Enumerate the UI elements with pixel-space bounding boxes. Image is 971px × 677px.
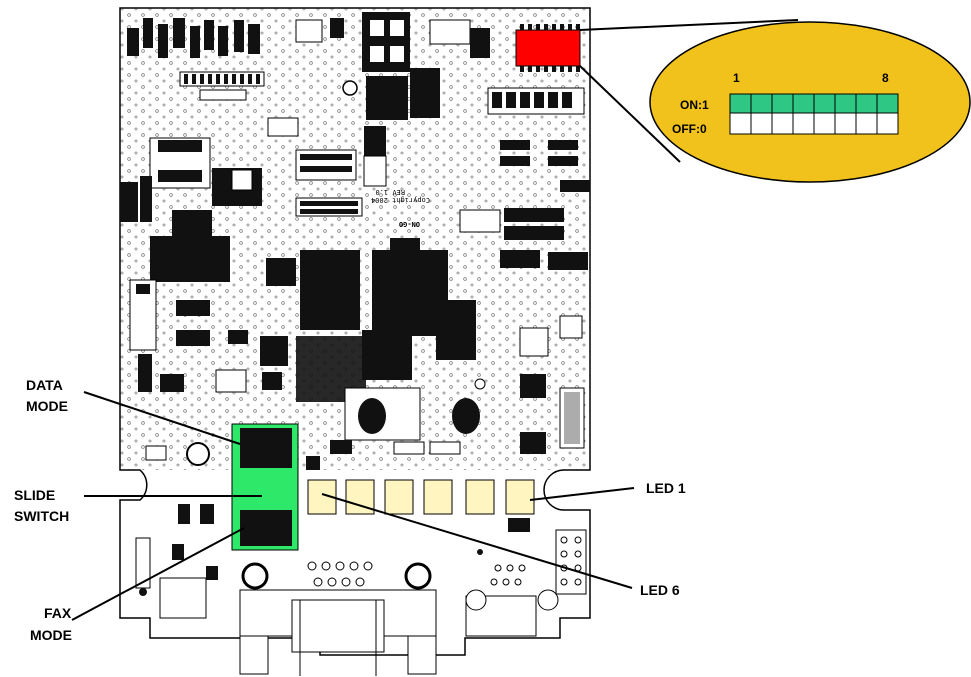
dip-cell-on-8	[876, 93, 899, 114]
fax-mode-label-line2: MODE	[30, 627, 72, 643]
led-1	[505, 479, 535, 515]
data-mode-label-line1: DATA	[26, 377, 63, 393]
db9-connector-area	[135, 529, 587, 676]
slide-switch-data-position	[240, 428, 292, 468]
callout-line-bottom	[579, 65, 681, 163]
dip-cell-on-2	[750, 93, 773, 114]
slide-switch-label-line2: SWITCH	[14, 508, 69, 524]
dip-cell-off-4	[792, 112, 815, 135]
top-components	[127, 12, 490, 72]
led-3	[423, 479, 453, 515]
dip-switch-grid	[729, 93, 899, 135]
led-2	[465, 479, 495, 515]
dip-cell-on-5	[813, 93, 836, 114]
led1-label: LED 1	[646, 480, 686, 496]
dip-switch-highlight	[515, 29, 581, 67]
fax-mode-label-line1: FAX	[44, 605, 72, 621]
dip-cell-on-3	[771, 93, 794, 114]
data-mode-label-line2: MODE	[26, 398, 68, 414]
dip-cell-off-3	[771, 112, 794, 135]
dip-cell-off-5	[813, 112, 836, 135]
slide-switch-fax-position	[240, 510, 292, 546]
dip-on-label: ON:1	[680, 98, 709, 112]
slide-switch-label-line1: SLIDE	[14, 487, 55, 503]
data-mode-pointer	[83, 391, 241, 445]
led1-pointer	[529, 487, 635, 501]
dip-cell-off-2	[750, 112, 773, 135]
right-components	[459, 87, 590, 449]
dip-cell-on-4	[792, 93, 815, 114]
led-row	[178, 440, 535, 532]
dip-switch-pins	[520, 24, 580, 72]
callout-line-top	[579, 19, 799, 31]
mid-components	[120, 68, 580, 466]
ic-row-pins	[179, 71, 265, 101]
board-revision: REV 1.0	[375, 188, 405, 196]
dip-cell-on-6	[834, 93, 857, 114]
led6-pointer	[321, 493, 633, 589]
fax-mode-pointer	[71, 527, 245, 621]
dip-cell-off-8	[876, 112, 899, 135]
dip-cell-on-7	[855, 93, 878, 114]
dip-position-last: 8	[882, 71, 889, 85]
dip-cell-off-6	[834, 112, 857, 135]
led6-label: LED 6	[640, 582, 680, 598]
dip-cell-off-1	[729, 112, 752, 135]
led-4	[384, 479, 414, 515]
dip-position-first: 1	[733, 71, 740, 85]
dip-off-label: OFF:0	[672, 122, 707, 136]
dip-cell-off-7	[855, 112, 878, 135]
board-logo: ON-GO	[399, 220, 420, 228]
board-copyright: Copyright 2004	[371, 196, 430, 204]
dip-cell-on-1	[729, 93, 752, 114]
